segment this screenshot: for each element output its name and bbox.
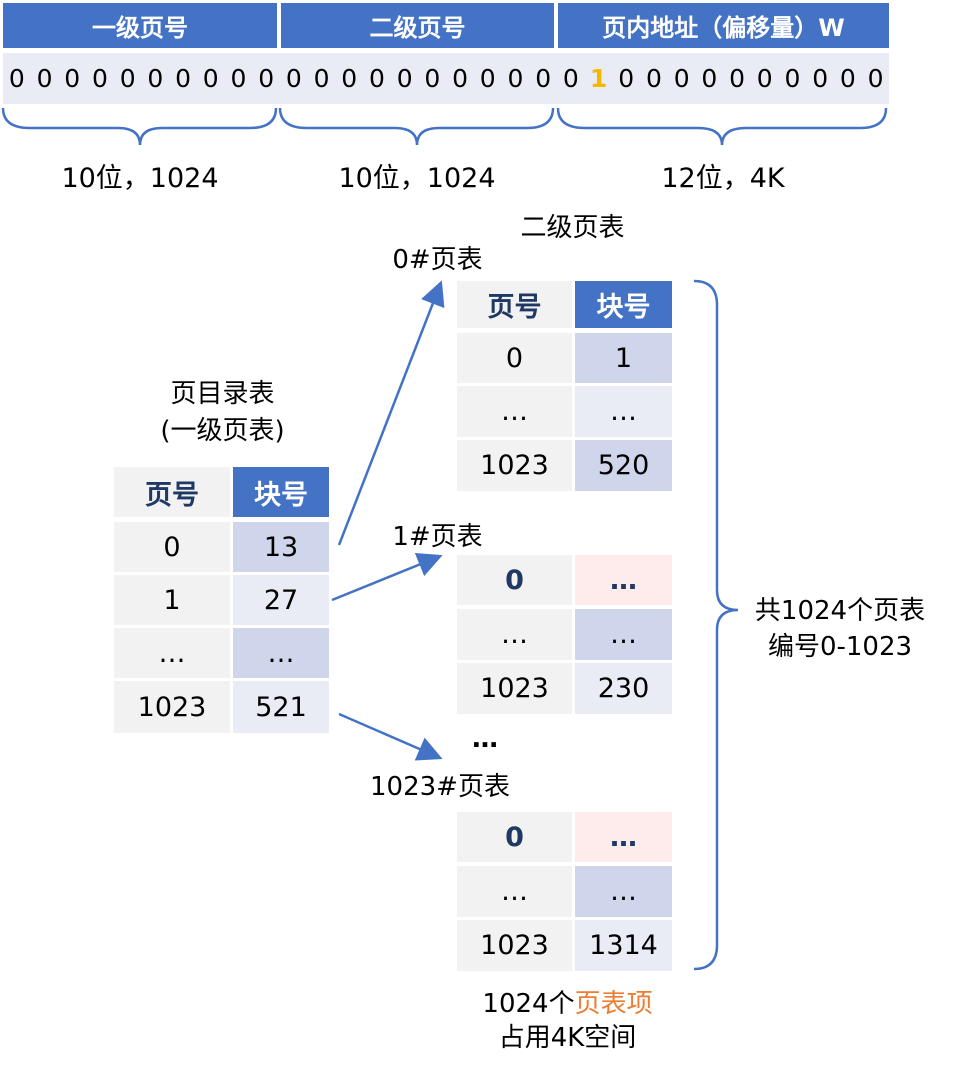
level2-page-header: 二级页号 [281, 3, 554, 48]
table0-block-cell: 520 [575, 440, 672, 491]
address-bit: 0 [756, 64, 773, 93]
directory-block-cell: … [233, 628, 329, 678]
table1023-page-cell: … [457, 866, 572, 917]
footer-line1: 1024个页表项 [440, 983, 695, 1020]
directory-block-cell: 27 [233, 575, 329, 625]
directory-title: 页目录表 [170, 379, 275, 409]
table1-block-cell: … [575, 555, 672, 605]
address-bit: 0 [784, 64, 801, 93]
directory-block-cell: 13 [233, 522, 329, 572]
address-bit: 0 [479, 64, 496, 93]
brace-level1 [1, 107, 278, 146]
address-bit: 0 [147, 64, 164, 93]
table0-label: 0#页表 [392, 245, 483, 275]
table1-page-cell: 1023 [457, 663, 572, 714]
arrow-to-table0 [337, 280, 445, 546]
address-bit: 0 [36, 64, 53, 93]
address-bit: 0 [119, 64, 136, 93]
brace-label-level2: 10位，1024 [338, 163, 496, 194]
address-bit: 0 [562, 64, 579, 93]
table1-block-cell: … [575, 609, 672, 660]
address-bit: 0 [202, 64, 219, 93]
address-bit: 0 [645, 64, 662, 93]
arrow-to-table1023 [338, 712, 443, 761]
address-bit: 0 [867, 64, 884, 93]
table0-block-cell: … [575, 386, 672, 437]
address-bit: 0 [452, 64, 468, 93]
address-bit: 0 [8, 64, 25, 93]
address-bit: 0 [396, 64, 413, 93]
table1023-page-cell: 0 [457, 812, 572, 862]
side-note-line1: 共1024个页表 [754, 596, 926, 626]
brace-offset [556, 107, 888, 146]
address-bit: 0 [230, 64, 247, 93]
directory-header-page: 页号 [114, 467, 230, 517]
second-level-title: 二级页表 [520, 213, 625, 243]
address-bit: 0 [673, 64, 690, 93]
table1-block-cell: 230 [575, 663, 672, 714]
address-bit: 0 [64, 64, 81, 93]
address-bit: 0 [535, 64, 552, 93]
brace-page-tables [693, 279, 739, 971]
address-bit: 0 [729, 64, 745, 93]
table1023-label: 1023#页表 [370, 772, 510, 802]
table1-page-cell: 0 [457, 555, 572, 605]
table1-page-cell: … [457, 609, 572, 660]
directory-subtitle: (一级页表) [160, 416, 285, 446]
address-bit: 0 [424, 64, 441, 93]
table1023-block-cell: … [575, 866, 672, 917]
directory-page-cell: 0 [114, 522, 230, 572]
address-bit: 0 [285, 64, 302, 93]
table1023-block-cell: 1314 [575, 920, 672, 971]
address-bit: 0 [313, 64, 330, 93]
directory-block-cell: 521 [233, 681, 329, 733]
address-bit: 0 [839, 64, 856, 93]
footer-prefix: 1024个 [482, 989, 575, 1019]
directory-header-block: 块号 [233, 467, 329, 517]
address-bit: 0 [175, 64, 191, 93]
table0-page-cell: … [457, 386, 572, 437]
table1023-page-cell: 1023 [457, 920, 572, 971]
tables-ellipsis: … [472, 724, 498, 754]
arrow-to-table1 [331, 552, 443, 602]
address-bit: 0 [812, 64, 829, 93]
brace-label-level1: 10位，1024 [61, 163, 219, 194]
table1023-block-cell: … [575, 812, 672, 862]
address-bit: 0 [368, 64, 385, 93]
directory-page-cell: … [114, 628, 230, 678]
table1-label: 1#页表 [392, 522, 483, 552]
footer-line2: 占用4K空间 [498, 1023, 637, 1053]
address-bit: 0 [258, 64, 275, 93]
address-bit: 1 [589, 64, 608, 93]
directory-page-cell: 1023 [114, 681, 230, 733]
brace-label-offset: 12位，4K [661, 163, 785, 194]
table0-header-block: 块号 [575, 281, 672, 328]
directory-page-cell: 1 [114, 575, 230, 625]
address-bit: 0 [91, 64, 108, 93]
brace-level2 [278, 107, 555, 146]
address-bit: 0 [341, 64, 358, 93]
level1-page-header: 一级页号 [3, 3, 277, 48]
side-note-line2: 编号0-1023 [767, 632, 913, 662]
address-bit: 0 [618, 64, 635, 93]
footer-highlight: 页表项 [574, 989, 653, 1019]
address-bit: 0 [701, 64, 718, 93]
table0-page-cell: 0 [457, 333, 572, 383]
table0-block-cell: 1 [575, 333, 672, 383]
address-bit: 0 [507, 64, 524, 93]
offset-header: 页内地址（偏移量）W [558, 3, 889, 48]
table0-page-cell: 1023 [457, 440, 572, 491]
table0-header-page: 页号 [457, 281, 572, 328]
